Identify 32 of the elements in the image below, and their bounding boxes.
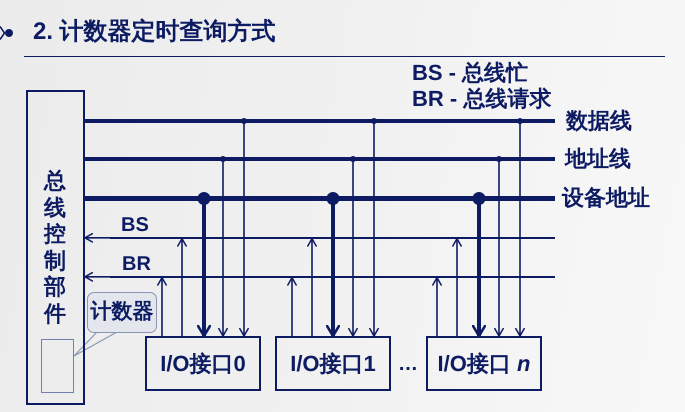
arrow (494, 161, 504, 337)
interface-box: I/O接口 n (426, 336, 542, 391)
unit-box (26, 90, 85, 405)
vertical-label: 总线控制部件 (44, 168, 66, 327)
interface-box: I/O接口1 (275, 336, 391, 391)
bus-line (110, 276, 555, 278)
arrow (177, 238, 187, 336)
arrow (515, 123, 525, 337)
arrow (287, 276, 297, 336)
ellipsis: … (398, 352, 418, 377)
bus-label: 数据线 (566, 108, 632, 134)
arrow (84, 272, 110, 282)
key-note: BS - 总线忙 (412, 60, 528, 86)
callout-tail (73, 331, 118, 357)
arrow (307, 238, 317, 336)
arrow (452, 238, 462, 336)
arrow (239, 123, 249, 337)
title: 2. 计数器定时查询方式 (33, 18, 276, 46)
arrow (157, 276, 167, 336)
bus-label: BS (121, 214, 149, 236)
arrow (84, 232, 110, 243)
key-note: BR - 总线请求 (412, 86, 552, 112)
bus-line (110, 237, 555, 239)
interface-box: I/O接口0 (145, 336, 261, 391)
arrow (348, 161, 358, 337)
arrow (432, 276, 442, 336)
bus-label: BR (122, 253, 151, 275)
bus-label: 设备地址 (562, 185, 650, 211)
arrow (218, 161, 228, 337)
bus-label: 地址线 (565, 146, 631, 172)
arrow (369, 123, 379, 337)
counter-box (40, 338, 74, 392)
